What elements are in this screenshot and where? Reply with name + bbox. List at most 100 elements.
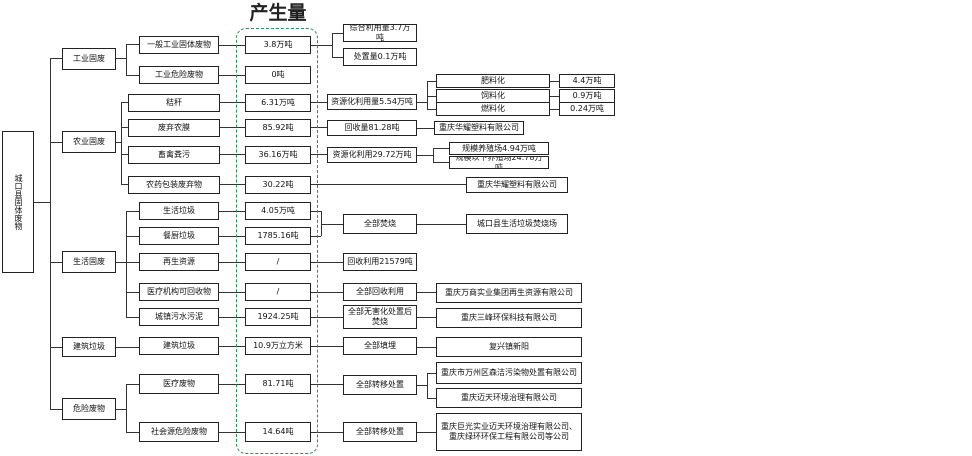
company-pesticide-recycler: 重庆华耀塑料有限公司	[466, 177, 568, 193]
company-medical-waste-1: 重庆市万州区森洁污染物处置有限公司	[436, 362, 582, 384]
connector-line	[121, 127, 128, 128]
company-sludge-handler: 重庆三峰环保科技有限公司	[436, 308, 582, 328]
manure-small-farms: 规模以下养殖场24.78万吨	[449, 156, 549, 169]
group-domestic: 生活固废	[62, 251, 116, 273]
item-general-industrial: 一般工业固体废物	[139, 36, 219, 54]
connector-line	[219, 211, 245, 212]
connector-line	[126, 75, 139, 76]
connector-line	[311, 346, 343, 347]
connector-line	[116, 142, 121, 143]
outcome-medical-transfer: 全部转移处置	[343, 375, 417, 395]
company-hazardous-handlers: 重庆巨光实业迈天环境治理有限公司、重庆绿环环保工程有限公司等公司	[436, 413, 582, 451]
connector-line	[116, 409, 126, 410]
outcome-incineration: 全部焚烧	[343, 214, 417, 234]
connector-line	[417, 102, 427, 103]
item-sewage-sludge: 城镇污水污泥	[139, 308, 219, 326]
amount-general-industrial: 3.8万吨	[245, 36, 311, 54]
company-incineration-plant: 城口县生活垃圾焚烧场	[466, 214, 568, 234]
company-medical-waste-2: 重庆迈天环境治理有限公司	[436, 388, 582, 408]
connector-line	[311, 432, 343, 433]
amount-renewable-resources: /	[245, 253, 311, 271]
connector-line	[427, 373, 428, 398]
connector-line	[126, 44, 127, 75]
connector-line	[417, 292, 436, 293]
outcome-straw-resource-use: 资源化利用量5.54万吨	[327, 94, 417, 110]
amount-kitchen-waste: 1785.16吨	[245, 227, 311, 245]
connector-line	[116, 58, 126, 59]
group-agricultural: 农业固废	[62, 131, 116, 153]
connector-line	[126, 432, 139, 433]
connector-line	[417, 385, 427, 386]
connector-line	[417, 224, 466, 225]
amount-farm-film: 85.92吨	[245, 119, 311, 137]
item-social-hazardous: 社会源危险废物	[139, 422, 219, 442]
connector-line	[126, 384, 139, 385]
connector-line	[126, 44, 139, 45]
amount-construction-waste: 10.9万立方米	[245, 337, 311, 355]
connector-line	[332, 57, 343, 58]
group-industrial: 工业固废	[62, 48, 116, 70]
outcome-manure-resource-use: 资源化利用29.72万吨	[327, 147, 417, 163]
production-column-title: 产生量	[249, 2, 307, 24]
connector-line	[311, 102, 327, 103]
connector-line	[311, 154, 327, 155]
connector-line	[311, 317, 343, 318]
straw-fertilizer-value: 4.4万吨	[559, 74, 615, 88]
company-medical-recycler: 重庆万商实业集团再生资源有限公司	[436, 283, 582, 303]
connector-line	[219, 384, 245, 385]
production-column-frame	[236, 28, 318, 454]
connector-line	[50, 58, 62, 59]
connector-line	[311, 236, 321, 237]
connector-line	[220, 154, 245, 155]
connector-line	[427, 398, 436, 399]
connector-line	[417, 155, 433, 156]
connector-line	[427, 109, 436, 110]
connector-line	[550, 96, 559, 97]
company-landfill-site: 复兴镇新阳	[436, 337, 582, 357]
item-kitchen-waste: 餐厨垃圾	[139, 227, 219, 245]
item-construction-waste: 建筑垃圾	[139, 337, 219, 355]
connector-line	[311, 184, 466, 185]
outcome-renewable-recycling: 回收利用21579吨	[343, 253, 417, 271]
straw-fuel: 燃料化	[436, 102, 550, 116]
connector-line	[427, 96, 436, 97]
connector-line	[219, 262, 245, 263]
amount-pesticide-packaging: 30.22吨	[245, 176, 311, 194]
connector-line	[219, 292, 245, 293]
connector-line	[433, 148, 449, 149]
connector-line	[427, 81, 428, 109]
connector-line	[311, 45, 332, 46]
connector-line	[417, 128, 434, 129]
connector-line	[126, 262, 139, 263]
connector-line	[219, 236, 245, 237]
connector-line	[417, 347, 436, 348]
connector-line	[550, 81, 559, 82]
connector-line	[121, 184, 128, 185]
amount-medical-waste: 81.71吨	[245, 374, 311, 394]
connector-line	[550, 109, 559, 110]
connector-line	[219, 45, 245, 46]
connector-line	[332, 33, 343, 34]
item-pesticide-packaging: 农药包装废弃物	[128, 176, 220, 194]
connector-line	[311, 384, 343, 385]
connector-line	[427, 81, 436, 82]
connector-line	[311, 262, 343, 263]
connector-line	[219, 75, 245, 76]
amount-household-waste: 4.05万吨	[245, 202, 311, 220]
connector-line	[126, 317, 139, 318]
connector-line	[34, 202, 50, 203]
outcome-hazardous-transfer: 全部转移处置	[343, 422, 417, 442]
straw-fertilizer: 肥料化	[436, 74, 550, 88]
amount-social-hazardous: 14.64吨	[245, 422, 311, 442]
connector-line	[321, 211, 322, 236]
item-medical-recyclables: 医疗机构可回收物	[139, 283, 219, 301]
item-medical-waste: 医疗废物	[139, 374, 219, 394]
group-construction: 建筑垃圾	[62, 337, 116, 357]
connector-line	[311, 211, 321, 212]
connector-line	[126, 211, 127, 317]
connector-line	[126, 292, 139, 293]
amount-industrial-hazardous: 0吨	[245, 66, 311, 84]
connector-line	[311, 127, 327, 128]
connector-line	[121, 102, 122, 185]
